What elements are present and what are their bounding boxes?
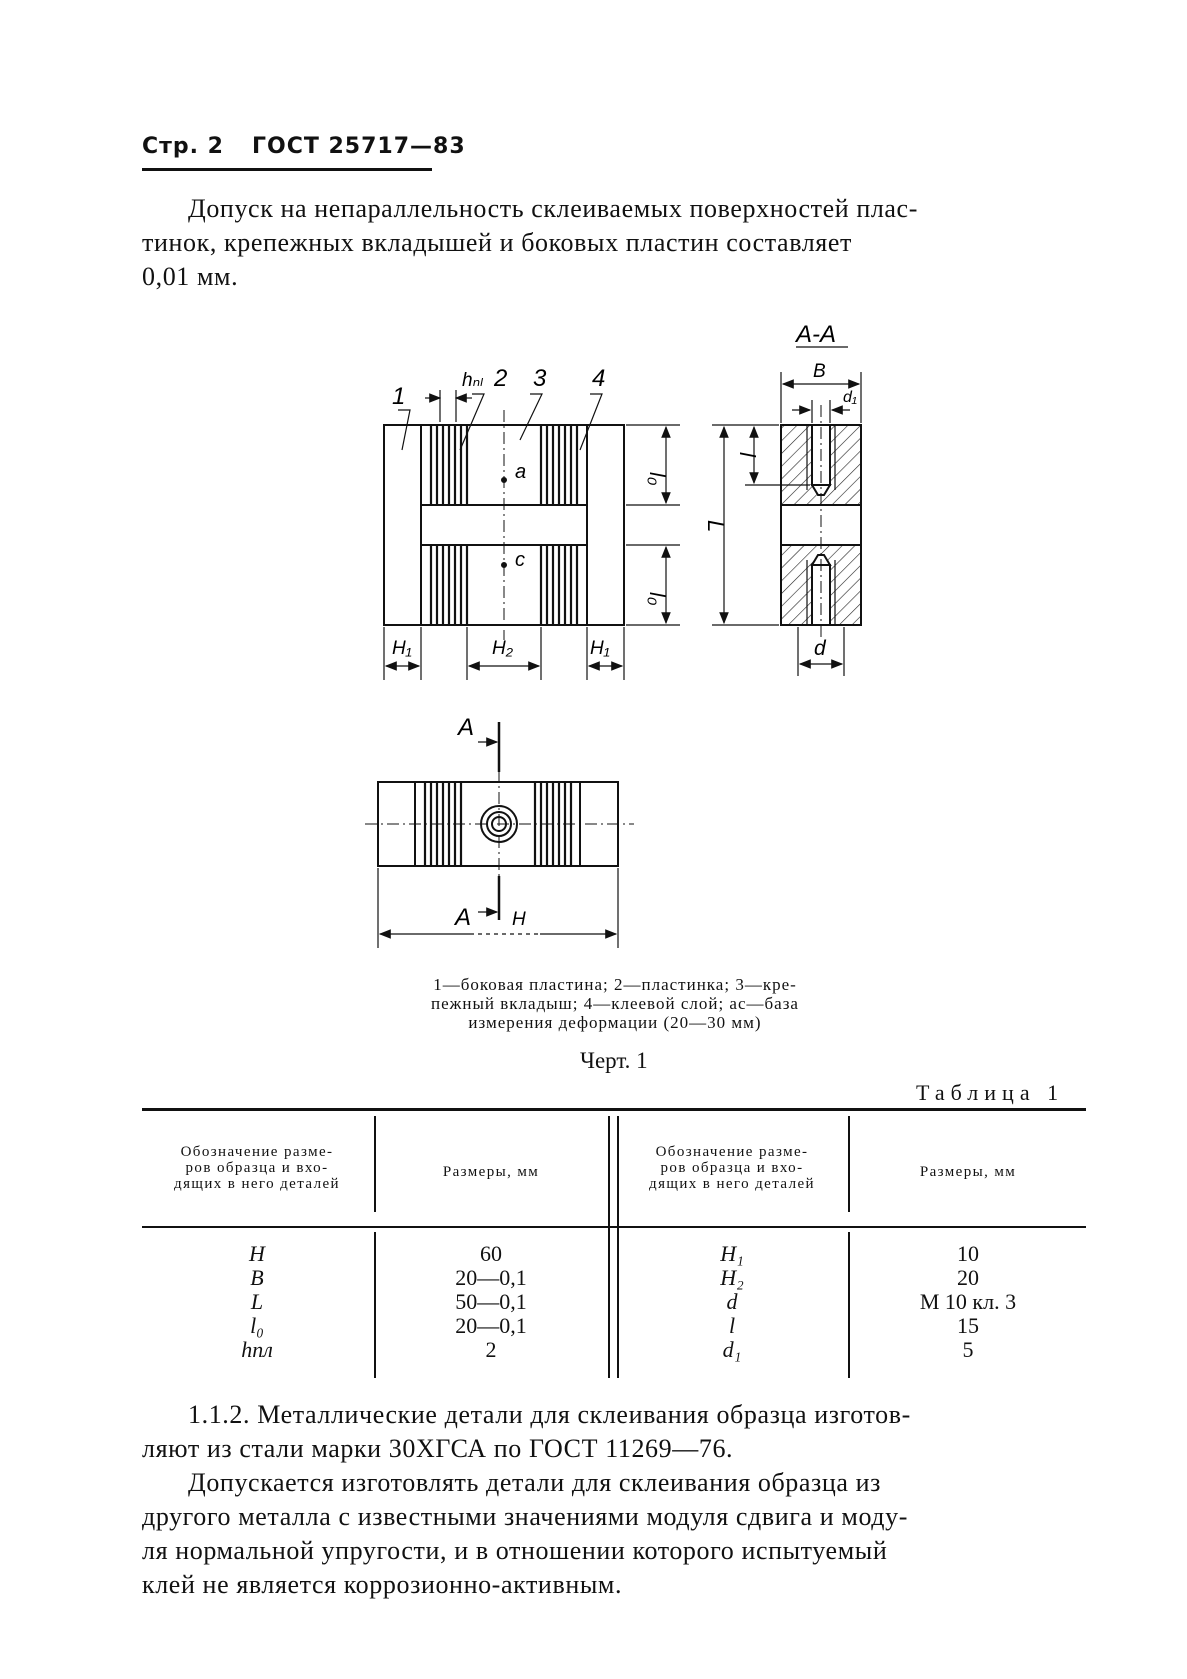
table-rule-header: [142, 1226, 1086, 1228]
header-rule: [142, 168, 432, 171]
table-rule-top: [142, 1108, 1086, 1111]
label-a-top: A: [456, 714, 474, 741]
figure-label: Черт. 1: [580, 1048, 648, 1073]
header-line: ров образца и вхо-: [660, 1160, 804, 1176]
paragraph-line: клей не является коррозионно-активным.: [142, 1570, 623, 1599]
label-2: 2: [493, 365, 507, 392]
table-label: Таблица 1: [916, 1080, 1065, 1105]
front-view: [383, 390, 680, 680]
label-a-bottom: A: [453, 904, 471, 931]
paragraph-materials: 1.1.2. Металлические детали для склеиван…: [142, 1398, 1086, 1602]
cell-value: 15: [957, 1313, 979, 1338]
technical-drawing: 1 hₙₗ 2 3 4 a c l₀ l₀ H₁ H₂ H₁ А-А: [365, 321, 862, 948]
label-hpl: hₙₗ: [462, 370, 483, 391]
cell-symbol: H₁: [720, 1241, 744, 1266]
paragraph-line: 1.1.2. Металлические детали для склеиван…: [188, 1400, 911, 1429]
cell-value: 20—0,1: [455, 1265, 527, 1290]
section-view: [712, 372, 862, 676]
label-d1: d₁: [843, 389, 857, 406]
header-designation-right: Обозначение разме- ров образца и вхо- дя…: [616, 1144, 848, 1192]
table-double-divider: [608, 1116, 619, 1378]
plan-view: [365, 722, 634, 948]
cell-value: 20—0,1: [455, 1313, 527, 1338]
cell-value: 2: [485, 1337, 497, 1362]
cell-value: 10: [957, 1241, 979, 1266]
label-4: 4: [592, 365, 605, 392]
header-line: дящих в него деталей: [649, 1176, 815, 1192]
caption-line: 1—боковая пластина; 2—пластинка; 3—кре-: [433, 975, 797, 994]
cell-symbol: d: [726, 1289, 738, 1314]
header-size-left: Размеры, мм: [442, 1164, 540, 1180]
paragraph-line: ля нормальной упругости, и в отношении к…: [142, 1536, 888, 1565]
paragraph-line: тинок, крепежных вкладышей и боковых пла…: [142, 228, 852, 257]
label-h1-right: H₁: [590, 638, 610, 659]
label-c: c: [515, 549, 525, 571]
standard-number: ГОСТ 25717—83: [251, 134, 466, 159]
table-divider: [848, 1232, 850, 1378]
label-h: H: [512, 909, 526, 930]
page-number: Стр. 2: [142, 134, 224, 159]
label-b: B: [813, 361, 826, 382]
label-l: l: [735, 452, 760, 458]
paragraph-line: 0,01 мм.: [142, 262, 239, 291]
header-designation-left: Обозначение разме- ров образца и вхо- дя…: [142, 1144, 372, 1192]
cell-symbol: L: [250, 1289, 264, 1314]
label-a: a: [515, 461, 526, 483]
label-L: L: [703, 520, 728, 532]
cell-value: М 10 кл. 3: [919, 1289, 1017, 1314]
table-divider: [374, 1116, 376, 1212]
figure-caption: 1—боковая пластина; 2—пластинка; 3—кре- …: [360, 975, 870, 1032]
label-h1-left: H₁: [392, 638, 412, 659]
header-line: Обозначение разме-: [655, 1144, 809, 1160]
section-label: А-А: [794, 321, 836, 348]
cell-value: 5: [962, 1337, 974, 1362]
cell-symbol: B: [250, 1265, 264, 1290]
label-l0-bottom: l₀: [645, 592, 668, 606]
paragraph-line: Допускается изготовлять детали для склеи…: [188, 1468, 882, 1497]
page-header: Стр. 2 ГОСТ 25717—83: [142, 134, 466, 159]
paragraph-line: другого металла с известными значениями …: [142, 1502, 908, 1531]
header-line: дящих в него деталей: [174, 1176, 340, 1192]
cell-symbol: H₂: [720, 1265, 744, 1290]
cell-symbol: hпл: [241, 1337, 273, 1362]
cell-symbol: H: [249, 1241, 265, 1266]
paragraph-line: Допуск на непараллельность склеиваемых п…: [188, 194, 918, 223]
header-line: Обозначение разме-: [180, 1144, 334, 1160]
label-l0-top: l₀: [645, 472, 668, 486]
paragraph-tolerance: Допуск на непараллельность склеиваемых п…: [142, 192, 1086, 294]
header-size-right: Размеры, мм: [919, 1164, 1017, 1180]
cell-value: 20: [957, 1265, 979, 1290]
cell-symbol: l: [728, 1313, 736, 1338]
label-h2: H₂: [492, 638, 514, 659]
cell-symbol: l₀: [250, 1313, 264, 1338]
table-divider: [374, 1232, 376, 1378]
table-divider: [848, 1116, 850, 1212]
header-line: ров образца и вхо-: [185, 1160, 329, 1176]
label-1: 1: [392, 383, 405, 410]
cell-symbol: d₁: [722, 1337, 742, 1362]
paragraph-line: ляют из стали марки 30ХГСА по ГОСТ 11269…: [142, 1434, 734, 1463]
label-3: 3: [533, 365, 547, 392]
cell-value: 60: [480, 1241, 502, 1266]
label-d: d: [814, 637, 827, 660]
caption-line: измерения деформации (20—30 мм): [468, 1013, 762, 1032]
caption-line: пежный вкладыш; 4—клеевой слой; ас—база: [431, 994, 799, 1013]
cell-value: 50—0,1: [455, 1289, 527, 1314]
